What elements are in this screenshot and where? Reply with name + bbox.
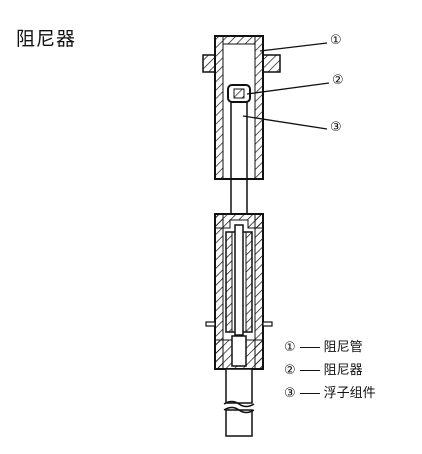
legend-number: ①: [284, 340, 296, 355]
legend-dash: [299, 393, 320, 394]
callout-1: ①: [330, 33, 342, 48]
legend: ① 阻尼管 ② 阻尼器 ③ 浮子组件: [284, 336, 376, 405]
callout-3: ③: [330, 120, 342, 135]
legend-item-2: ② 阻尼器: [284, 359, 376, 382]
legend-number: ②: [284, 363, 296, 378]
legend-dash: [299, 347, 320, 348]
damping-tube: [214, 35, 264, 180]
legend-item-3: ③ 浮子组件: [284, 382, 376, 405]
legend-dash: [299, 370, 320, 371]
callout-2: ②: [332, 73, 344, 88]
damper-element: [227, 84, 251, 103]
legend-label: 阻尼器: [323, 363, 363, 378]
lower-rod: [223, 368, 255, 437]
legend-label: 浮子组件: [323, 386, 376, 401]
legend-item-1: ① 阻尼管: [284, 336, 376, 359]
leader-lines: [242, 42, 330, 130]
float-assembly: [205, 213, 273, 370]
legend-label: 阻尼管: [323, 340, 363, 355]
diagram-title: 阻尼器: [16, 28, 77, 50]
legend-number: ③: [284, 386, 296, 401]
float-rod: [230, 102, 248, 215]
